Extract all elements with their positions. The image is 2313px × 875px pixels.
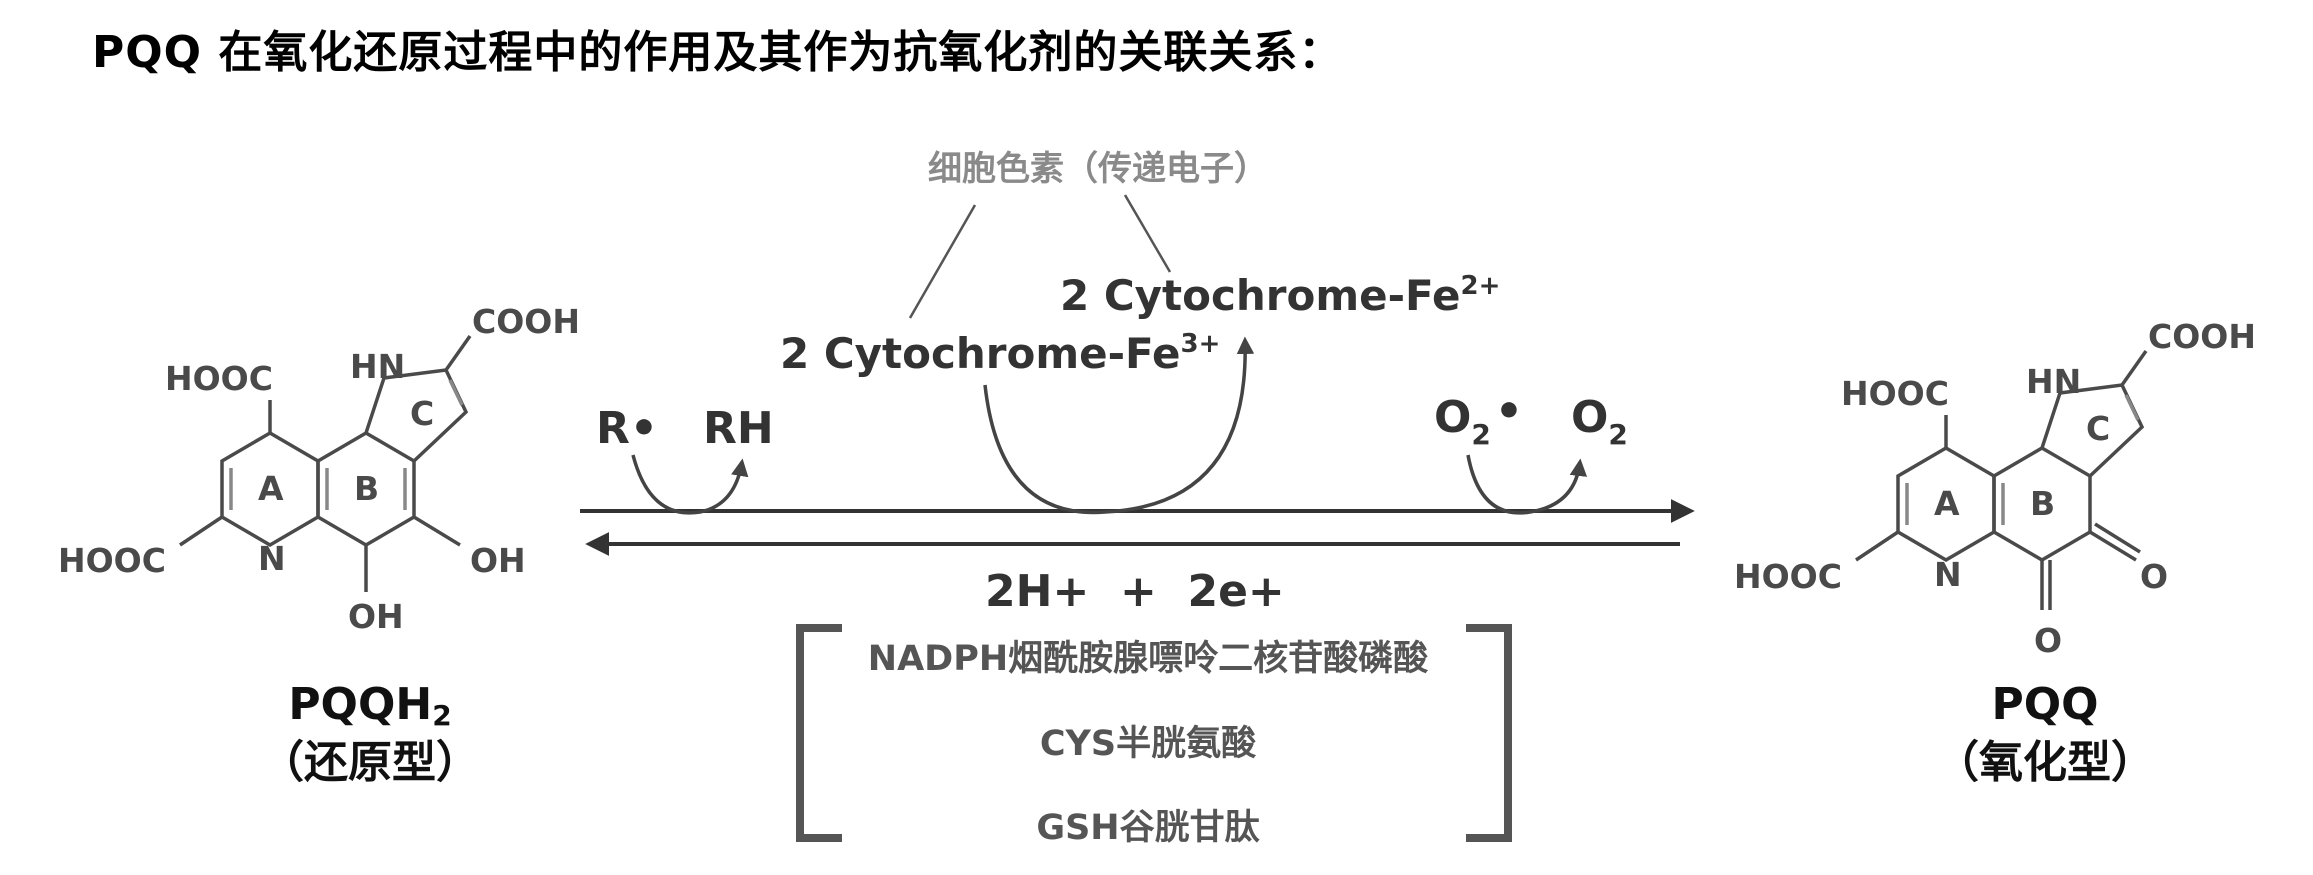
radical-curve-arrow <box>631 454 749 515</box>
pqq-o-bottom: O <box>2034 621 2062 660</box>
superoxide-curve-arrow <box>1466 454 1588 515</box>
callout-line-fe3 <box>908 204 977 319</box>
pqqh2-oh-right: OH <box>470 541 526 580</box>
pqqh2-hooc-top: HOOC <box>165 359 273 398</box>
radical-r-label: R• <box>596 403 658 454</box>
reverse-arrow-label: 2H+ + 2e+ <box>985 566 1285 617</box>
cytochrome-note: 细胞色素（传递电子） <box>928 149 1268 189</box>
pqqh2-name: PQQH2 <box>288 679 452 732</box>
cofactor-gsh: GSH谷胱甘肽 <box>1036 808 1260 848</box>
superoxide-label: O2• <box>1434 386 1523 451</box>
pqq-name: PQQ <box>1991 679 2099 730</box>
cofactor-nadph: NADPH烟酰胺腺嘌呤二核苷酸磷酸 <box>867 639 1429 679</box>
pqq-hooc-left: HOOC <box>1734 557 1842 596</box>
cytochrome-fe2-label: 2 Cytochrome-Fe2+ <box>1060 271 1500 320</box>
pqq-ring-a: A <box>1934 484 1960 523</box>
pqqh2-ring-c: C <box>410 394 434 433</box>
pqq-ring-c: C <box>2086 409 2110 448</box>
pqq-hooc-top: HOOC <box>1841 374 1949 413</box>
pqqh2-oh-bottom: OH <box>348 597 404 636</box>
pqq-nh: HN <box>2026 362 2081 401</box>
callout-line-fe2 <box>1123 194 1172 273</box>
pqq-state: （氧化型） <box>1935 737 2155 788</box>
pqq-cooh-top: COOH <box>2148 317 2256 356</box>
cytochrome-fe3-label: 2 Cytochrome-Fe3+ <box>780 329 1220 378</box>
pqq-o-right: O <box>2140 557 2168 596</box>
pqqh2-ring-a: A <box>258 469 284 508</box>
pqqh2-hooc-left: HOOC <box>58 541 166 580</box>
radical-rh-label: RH <box>703 403 774 454</box>
pqqh2-nh: HN <box>350 347 405 386</box>
cofactor-cys: CYS半胱氨酸 <box>1039 724 1257 764</box>
pqqh2-structure <box>179 334 472 592</box>
pqqh2-n: N <box>258 539 286 578</box>
pqq-ring-b: B <box>2030 484 2055 523</box>
pqq-n: N <box>1934 555 1962 594</box>
page-title: PQQ 在氧化还原过程中的作用及其作为抗氧化剂的关联关系： <box>92 27 1344 78</box>
oxygen-label: O2 <box>1571 392 1628 451</box>
pqq-structure <box>1855 349 2148 610</box>
pqqh2-state: （还原型） <box>260 737 480 788</box>
pqqh2-ring-b: B <box>354 469 379 508</box>
cytochrome-curve-arrow <box>983 336 1255 515</box>
pqqh2-cooh-top: COOH <box>472 302 580 341</box>
cofactor-bracket <box>796 624 1512 842</box>
